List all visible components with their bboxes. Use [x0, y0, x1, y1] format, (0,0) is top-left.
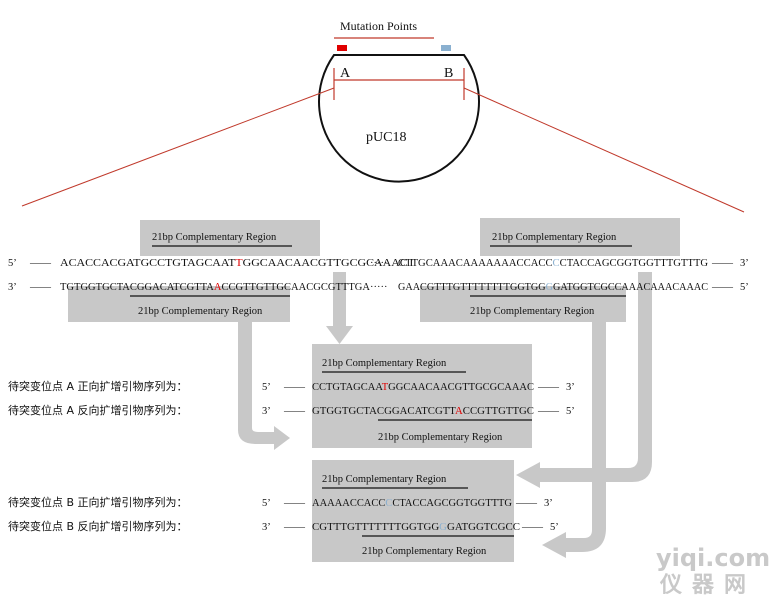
mutation-b-marker — [441, 45, 451, 51]
primer-a-forward-label: 待突变位点 A 正向扩增引物序列为： — [8, 379, 188, 393]
strand-top-3prime: 3’ — [740, 258, 749, 269]
primer-a-forward-seq: CCTGTAGCAATGGCAACAACGTTGCGCAAAC — [312, 382, 534, 393]
region-box-bottom-left — [68, 286, 290, 322]
primer-b-fwd-dash-left: —— — [283, 498, 306, 509]
mutation-a-marker — [337, 45, 347, 51]
site-b-label: B — [444, 66, 453, 81]
arrow-a-fwd-head — [326, 326, 353, 344]
strand-top-gap: ····· — [370, 258, 387, 269]
primer-a-fwd-5prime: 5’ — [262, 382, 271, 393]
plasmid-group: Mutation Points A B pUC18 — [21, 19, 745, 213]
region-label-top-right: 21bp Complementary Region — [492, 232, 617, 243]
primer-b-fwd-3prime: 3’ — [544, 498, 553, 509]
mutation-points-title: Mutation Points — [340, 19, 417, 33]
region-label-top-left: 21bp Complementary Region — [152, 232, 277, 243]
primer-a-rev-5prime: 5’ — [566, 406, 575, 417]
primer-a-fwd-dash-left: —— — [283, 382, 306, 393]
region-label-bottom-left: 21bp Complementary Region — [138, 306, 263, 317]
strand-bottom-3prime: 3’ — [8, 282, 17, 293]
primer-b-reverse-label: 待突变位点 B 反向扩增引物序列为： — [8, 519, 188, 533]
strand-top-right-seq: CTTGCAAACAAAAAAACCACCCCTACCAGCGGTGGTTTGT… — [398, 258, 708, 269]
zoom-line-right — [463, 87, 745, 213]
primer-a-rev-dash-right: —— — [537, 406, 560, 417]
strand-bottom-left-seq: TGTGGTGCTACGGACATCGTTAACCGTTGTTGCAACGCGT… — [60, 282, 370, 293]
strand-bottom-gap: ····· — [370, 282, 387, 293]
primer-b-rev-dash-left: —— — [283, 522, 306, 533]
primer-b-rev-dash-right: —— — [521, 522, 544, 533]
primer-b-forward-seq: AAAAACCACCCCTACCAGCGGTGGTTTG — [312, 498, 512, 509]
region-label-a-bottom: 21bp Complementary Region — [378, 432, 503, 443]
region-box-top-left — [140, 220, 320, 256]
strand-top-dash-right: —— — [711, 258, 734, 269]
primer-a-rev-dash-left: —— — [283, 406, 306, 417]
region-box-b — [312, 460, 514, 562]
site-a-label: A — [340, 66, 351, 81]
arrow-b-rev — [542, 322, 606, 558]
arrows-group — [238, 272, 652, 558]
region-label-bottom-right: 21bp Complementary Region — [470, 306, 595, 317]
arrow-a-fwd-shaft — [333, 272, 346, 328]
primer-a-fwd-3prime: 3’ — [566, 382, 575, 393]
strand-top-dash-left: —— — [29, 258, 52, 269]
watermark: yiqi.com 仪器网 — [656, 544, 770, 598]
region-labels: 21bp Complementary Region 21bp Complemen… — [130, 232, 632, 557]
zoom-line-left — [21, 87, 335, 207]
primer-a-fwd-dash-right: —— — [537, 382, 560, 393]
arrow-b-fwd — [516, 272, 652, 488]
region-box-a — [312, 344, 532, 448]
strand-bottom-dash-left: —— — [29, 282, 52, 293]
watermark-site: yiqi.com — [656, 544, 770, 572]
primer-b-rev-3prime: 3’ — [262, 522, 271, 533]
primer-a-reverse-label: 待突变位点 A 反向扩增引物序列为： — [8, 403, 188, 417]
region-box-bottom-right — [420, 286, 626, 322]
primer-b-fwd-dash-right: —— — [515, 498, 538, 509]
strand-top-5prime: 5’ — [8, 258, 17, 269]
strand-bottom-5prime: 5’ — [740, 282, 749, 293]
region-boxes — [68, 218, 680, 562]
watermark-cn: 仪器网 — [659, 573, 756, 598]
region-label-b-top: 21bp Complementary Region — [322, 474, 447, 485]
strand-bottom-dash-right: —— — [711, 282, 734, 293]
strand-bottom: 3’ —— TGTGGTGCTACGGACATCGTTAACCGTTGTTGCA… — [8, 282, 749, 293]
primer-a-rev-3prime: 3’ — [262, 406, 271, 417]
region-label-b-bottom: 21bp Complementary Region — [362, 546, 487, 557]
region-label-a-top: 21bp Complementary Region — [322, 358, 447, 369]
primer-b-fwd-5prime: 5’ — [262, 498, 271, 509]
plasmid-name: pUC18 — [366, 130, 406, 145]
primer-b-group: 待突变位点 B 正向扩增引物序列为： 5’ —— AAAAACCACCCCTAC… — [8, 495, 559, 533]
primer-b-forward-label: 待突变位点 B 正向扩增引物序列为： — [8, 495, 188, 509]
primer-b-rev-5prime: 5’ — [550, 522, 559, 533]
plasmid-circle — [318, 54, 480, 183]
region-box-top-right — [480, 218, 680, 256]
primer-a-group: 待突变位点 A 正向扩增引物序列为： 5’ —— CCTGTAGCAATGGCA… — [8, 379, 575, 417]
strand-bottom-right-seq: GAACGTTTGTTTTTTTTGGTGGGGATGGTCGCCAAACAAA… — [398, 282, 708, 293]
arrow-a-rev — [238, 322, 290, 450]
